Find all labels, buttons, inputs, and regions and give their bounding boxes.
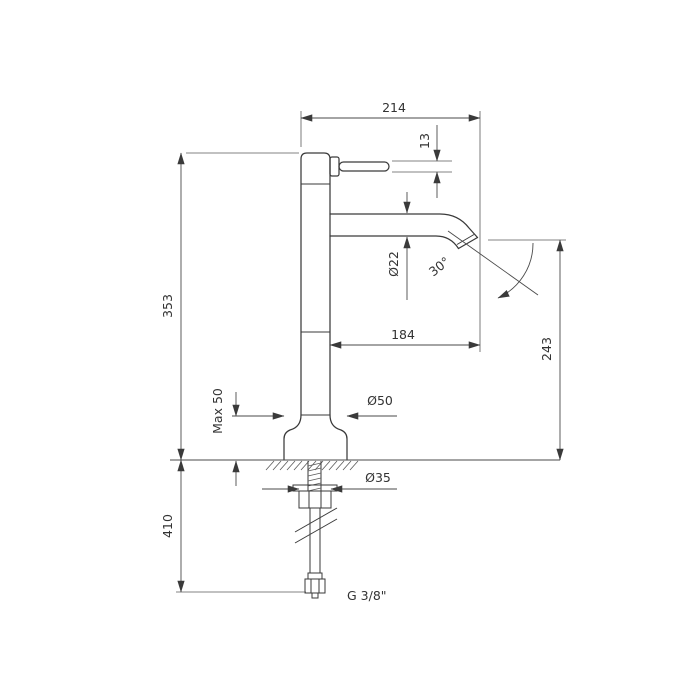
- dim-label-connection-thread: G 3/8": [347, 588, 387, 603]
- connector-hex-nut: [304, 578, 326, 594]
- handle-lever: [338, 161, 390, 172]
- dim-label-below-deck-height: 410: [160, 514, 175, 538]
- fixing-nut: [298, 490, 332, 509]
- dim-base-diameter: Ø50: [232, 393, 397, 420]
- dim-label-body-height: 353: [160, 294, 175, 318]
- dim-spout-diameter: Ø22: [386, 192, 411, 300]
- base-flare-right: [329, 414, 348, 461]
- dim-max-deck-thickness: Max 50: [210, 388, 240, 486]
- counter-deck: [170, 459, 560, 471]
- spout-bottom-edge: [329, 235, 460, 250]
- dim-hole-diameter: Ø35: [262, 470, 397, 493]
- shank-threads: [307, 462, 322, 492]
- dim-overall-width: 214: [300, 100, 481, 352]
- dim-connection-thread: G 3/8": [347, 588, 387, 603]
- dim-label-spout-angle: 30°: [426, 254, 453, 279]
- dim-label-spout-height: 243: [539, 337, 554, 361]
- deck-hatching: [265, 460, 359, 471]
- dim-label-spout-reach: 184: [391, 327, 415, 342]
- dim-label-base-diameter: Ø50: [367, 393, 393, 408]
- dim-label-overall-width: 214: [382, 100, 406, 115]
- dim-label-hole-diameter: Ø35: [365, 470, 391, 485]
- faucet-body: [300, 152, 331, 416]
- dim-body-height: 353: [160, 152, 299, 461]
- dim-label-handle-thickness: 13: [417, 133, 432, 149]
- dimensions: 214 13 353 Ø22 30°: [160, 100, 566, 603]
- faucet-outline: [283, 152, 479, 461]
- dim-spout-angle: 30°: [426, 230, 539, 299]
- dim-spout-reach: 184: [329, 327, 481, 349]
- below-deck-assembly: [292, 461, 338, 599]
- connector-collar: [307, 572, 323, 580]
- dim-label-max-deck-thickness: Max 50: [210, 388, 225, 434]
- spout-aerator-line: [456, 234, 475, 245]
- dim-label-spout-diameter: Ø22: [386, 251, 401, 277]
- dim-handle-thickness: 13: [392, 125, 452, 198]
- spout-outlet-face: [457, 236, 479, 250]
- base-flare-left: [283, 414, 302, 461]
- handle-hub: [329, 156, 340, 177]
- spout-top-edge: [329, 213, 479, 239]
- hose-break-symbol: [294, 507, 338, 544]
- dim-below-deck-height: 410: [160, 459, 306, 593]
- connector-tip: [311, 593, 319, 599]
- fixing-washer: [292, 484, 338, 492]
- dim-spout-height: 243: [488, 239, 566, 461]
